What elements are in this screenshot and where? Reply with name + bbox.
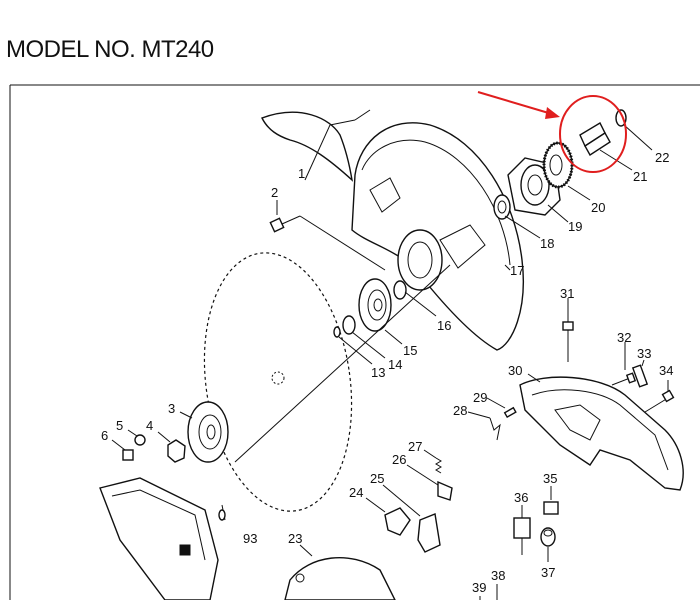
callout-24: 24 <box>349 485 363 500</box>
part-28-spring-clip <box>467 411 501 441</box>
callout-15: 15 <box>403 343 417 358</box>
callout-6: 6 <box>101 428 108 443</box>
callout-34: 34 <box>659 363 673 378</box>
part-17-blade-guard <box>351 122 524 351</box>
part-3-outer-flange <box>179 401 229 463</box>
callout-28: 28 <box>453 403 467 418</box>
callout-16: 16 <box>437 318 451 333</box>
diagram-frame <box>9 84 700 600</box>
part-6-nut <box>111 439 134 461</box>
callout-93: 93 <box>243 531 257 546</box>
callout-33: 33 <box>637 346 651 361</box>
part-37-strain-relief <box>540 527 556 562</box>
callout-30: 30 <box>508 363 522 378</box>
callout-3: 3 <box>168 401 175 416</box>
callout-26: 26 <box>392 452 406 467</box>
callout-5: 5 <box>116 418 123 433</box>
callout-2: 2 <box>271 185 278 200</box>
part-16-inner-flange <box>393 280 437 317</box>
part-26-spring-pin <box>406 464 453 501</box>
part-24-lever <box>365 497 411 536</box>
callout-31: 31 <box>560 286 574 301</box>
part-32-screw <box>611 342 637 386</box>
part-30-handle <box>519 373 684 491</box>
part-36-capacitor <box>513 505 531 555</box>
callout-4: 4 <box>146 418 153 433</box>
part-2-bolt <box>269 200 386 271</box>
callout-25: 25 <box>370 471 384 486</box>
part-23-housing <box>284 544 396 600</box>
callout-20: 20 <box>591 200 605 215</box>
part-29-pin <box>486 397 517 419</box>
callout-32: 32 <box>617 330 631 345</box>
callout-labels: 1 2 3 4 5 6 13 14 15 16 17 18 19 20 21 2… <box>101 150 673 595</box>
callout-17: 17 <box>510 263 524 278</box>
part-31-screw <box>562 298 574 362</box>
callout-14: 14 <box>388 357 402 372</box>
part-22-washer <box>615 109 653 151</box>
part-27-spring <box>423 449 442 474</box>
part-93-screw <box>218 509 226 521</box>
red-arrow-icon <box>545 107 560 119</box>
callout-37: 37 <box>541 565 555 580</box>
callout-29: 29 <box>473 390 487 405</box>
part-25-switch <box>382 484 441 553</box>
part-14-washer <box>342 315 386 359</box>
saw-blade-dashed <box>203 252 353 512</box>
part-34-bolt <box>644 380 675 413</box>
callout-21: 21 <box>633 169 647 184</box>
highlight-marker <box>477 91 627 173</box>
part-13-ring <box>333 326 373 365</box>
callout-35: 35 <box>543 471 557 486</box>
part-4-hex-nut <box>157 431 186 463</box>
part-18-bearing <box>493 194 541 239</box>
part-35-clip <box>543 486 559 515</box>
callout-19: 19 <box>568 219 582 234</box>
part-5-washer <box>127 429 146 446</box>
callout-36: 36 <box>514 490 528 505</box>
callout-39: 39 <box>472 580 486 595</box>
callout-13: 13 <box>371 365 385 380</box>
callout-22: 22 <box>655 150 669 165</box>
callout-1: 1 <box>298 166 305 181</box>
callout-23: 23 <box>288 531 302 546</box>
callout-27: 27 <box>408 439 422 454</box>
callout-38: 38 <box>491 568 505 583</box>
part-1-blade-cover <box>261 109 371 182</box>
lower-safety-guard <box>99 477 226 600</box>
callout-18: 18 <box>540 236 554 251</box>
part-15-flange <box>358 278 403 345</box>
spindle-axis-line <box>234 264 451 463</box>
page-title: MODEL NO. MT240 <box>6 36 214 63</box>
part-38-39-screws <box>479 584 498 600</box>
part-33-nameplate <box>631 359 649 388</box>
